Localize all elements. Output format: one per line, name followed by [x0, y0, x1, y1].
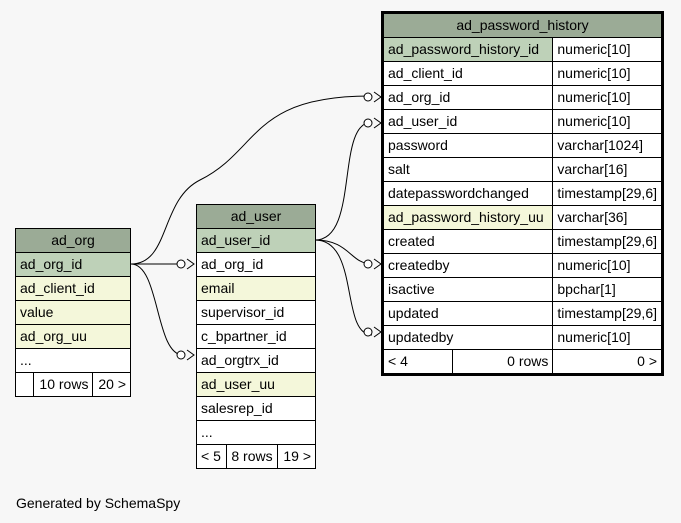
column-row: supervisor_id — [196, 300, 316, 325]
column-row: c_bpartner_id — [196, 324, 316, 349]
column-type: varchar[36] — [552, 205, 663, 230]
column-name: createdby — [381, 253, 554, 278]
column-name: updatedby — [381, 325, 554, 350]
table-title[interactable]: ad_password_history — [382, 12, 663, 38]
column-name: ad_password_history_uu — [381, 205, 554, 230]
column-row: value — [15, 300, 131, 325]
column-row: ad_user_id — [196, 228, 316, 253]
column-type: numeric[10] — [552, 253, 663, 278]
column-row: ad_org_id — [196, 252, 316, 277]
column-type: numeric[10] — [552, 37, 663, 62]
table-footer-parents: < 4 — [382, 349, 453, 375]
table-footer-children: 19 > — [277, 444, 316, 469]
column-name: ad_password_history_id — [381, 37, 554, 62]
table-ad-password-history[interactable]: ad_password_history ad_password_history_… — [381, 11, 664, 376]
column-name: password — [381, 133, 554, 158]
column-name: salt — [381, 157, 554, 182]
column-row: ad_client_id — [15, 276, 131, 301]
link-end-circle — [363, 118, 373, 128]
link-end-circle — [176, 350, 186, 360]
column-type: timestamp[29,6] — [552, 181, 663, 206]
column-row: salesrep_id — [196, 396, 316, 421]
column-name: ad_org_id — [381, 85, 554, 110]
table-ad-user[interactable]: ad_user ad_user_id ad_org_id email super… — [196, 204, 316, 469]
column-type: numeric[10] — [552, 61, 663, 86]
column-row: ad_orgtrx_id — [196, 348, 316, 373]
column-name: updated — [381, 301, 554, 326]
column-type: numeric[10] — [552, 109, 663, 134]
table-footer-rows: 0 rows — [451, 349, 554, 375]
table-ad-org[interactable]: ad_org ad_org_id ad_client_id value ad_o… — [15, 228, 131, 397]
link-end-circle — [363, 327, 373, 337]
link-user-to-ph-createdby — [314, 239, 373, 265]
table-footer-rows: 8 rows — [225, 444, 279, 469]
table-footer-left — [15, 372, 34, 397]
link-user-to-ph-updatedby — [314, 239, 373, 336]
table-title[interactable]: ad_user — [196, 204, 316, 229]
table-footer-children: 0 > — [552, 349, 663, 375]
link-user-to-ph-user — [314, 121, 373, 241]
column-name: ad_user_id — [381, 109, 554, 134]
column-type: varchar[16] — [552, 157, 663, 182]
column-row: email — [196, 276, 316, 301]
column-type: timestamp[29,6] — [552, 301, 663, 326]
link-end-circle — [363, 92, 373, 102]
table-footer-rows: 10 rows — [32, 372, 94, 397]
column-type: bpchar[1] — [552, 277, 663, 302]
column-type: numeric[10] — [552, 325, 663, 350]
table-footer-children: 20 > — [92, 372, 131, 397]
column-type: varchar[1024] — [552, 133, 663, 158]
column-row: ... — [15, 348, 131, 373]
column-row: ad_org_id — [15, 252, 131, 277]
column-name: datepasswordchanged — [381, 181, 554, 206]
table-title[interactable]: ad_org — [15, 228, 131, 253]
column-name: created — [381, 229, 554, 254]
generated-by-text: Generated by SchemaSpy — [16, 495, 181, 511]
column-type: timestamp[29,6] — [552, 229, 663, 254]
column-row: ad_org_uu — [15, 324, 131, 349]
column-row: ... — [196, 420, 316, 445]
column-type: numeric[10] — [552, 85, 663, 110]
link-end-circle — [176, 259, 186, 269]
column-name: ad_client_id — [381, 61, 554, 86]
link-org-to-ph-org — [130, 95, 371, 265]
table-footer-parents: < 5 — [196, 444, 227, 469]
link-org-to-user-orgtrx — [130, 263, 184, 356]
link-end-circle — [363, 259, 373, 269]
column-row: ad_user_uu — [196, 372, 316, 397]
column-name: isactive — [381, 277, 554, 302]
